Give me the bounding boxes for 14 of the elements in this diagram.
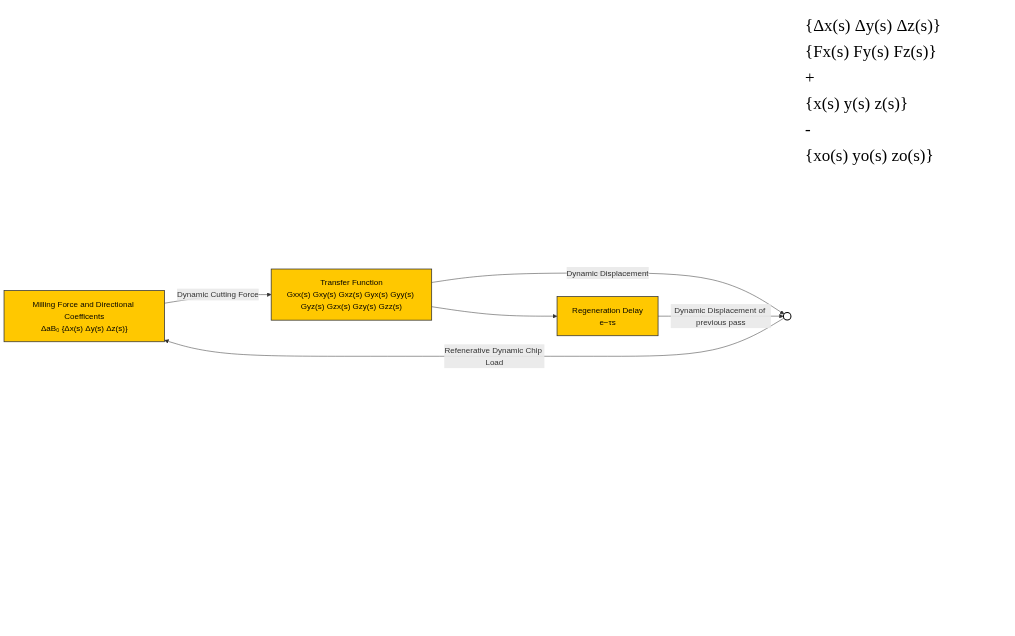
node-circle (782, 312, 792, 321)
node-box: Milling Force and Directional Coefficents ΔaB₀ {Δx(s) Δy(s) Δz(s)} (3, 290, 165, 343)
edge-label: Dynamic Displacement (566, 268, 649, 278)
node-box: Regeneration Delay e−τs (556, 296, 659, 337)
edge-label: Refenerative Dynamic Chip Load (444, 346, 543, 367)
math-label: {x(s) y(s) z(s)} (805, 94, 910, 114)
edge-label: Dynamic Cutting Force (177, 290, 259, 299)
math-label: {Fx(s) Fy(s) Fz(s)} (805, 42, 938, 62)
node-box: Transfer Function Gxx(s) Gxy(s) Gxz(s) Gyx(s) Gyy(s) Gyz(s) Gzx(s) Gzy(s) Gzz(s) (270, 268, 433, 321)
math-label: {Δx(s) Δy(s) Δz(s)} (805, 16, 942, 36)
math-label: - (805, 120, 812, 140)
math-label: + (805, 68, 816, 88)
math-label: {xo(s) yo(s) zo(s)} (805, 146, 935, 166)
edge-label: Dynamic Displacement of previous pass (674, 305, 766, 327)
